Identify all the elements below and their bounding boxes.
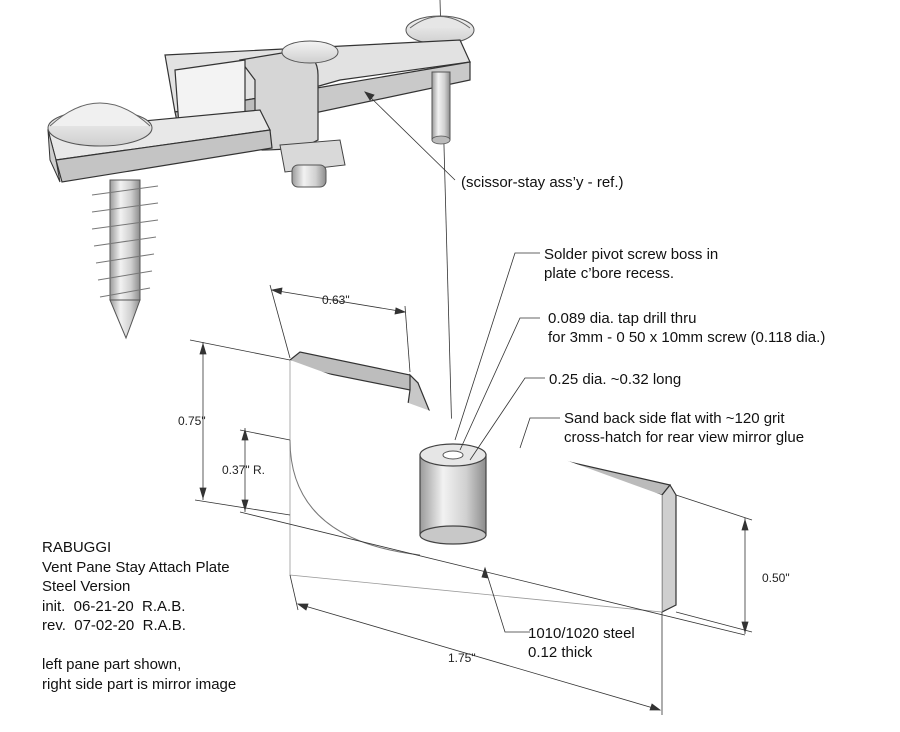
title-part-name: Vent Pane Stay Attach Plate bbox=[42, 558, 230, 576]
callout-tap-line2: for 3mm - 0 50 x 10mm screw (0.118 dia.) bbox=[548, 329, 825, 346]
callout-material-line1: 1010/1020 steel bbox=[528, 625, 635, 642]
dim-height-right: 0.50" bbox=[762, 571, 790, 585]
callout-sand-line1: Sand back side flat with ~120 grit bbox=[564, 410, 785, 427]
dim-length-bottom: 1.75" bbox=[448, 651, 476, 665]
callout-tap-line1: 0.089 dia. tap drill thru bbox=[548, 310, 696, 327]
title-block: RABUGGI Vent Pane Stay Attach Plate Stee… bbox=[42, 538, 236, 694]
dim-radius: 0.37" R. bbox=[222, 463, 265, 477]
title-rev: rev. 07-02-20 R.A.B. bbox=[42, 617, 186, 634]
dimension-lines bbox=[189, 284, 753, 715]
callout-solder-line1: Solder pivot screw boss in bbox=[544, 246, 718, 263]
title-version: Steel Version bbox=[42, 578, 131, 595]
callout-scissor-stay: (scissor-stay ass’y - ref.) bbox=[461, 174, 624, 191]
callout-material-line2: 0.12 thick bbox=[528, 644, 593, 661]
dim-height-left: 0.75" bbox=[178, 414, 206, 428]
title-note-line1: left pane part shown, bbox=[42, 656, 182, 673]
title-company: RABUGGI bbox=[42, 539, 112, 556]
attach-plate bbox=[289, 351, 677, 613]
title-note-line2: right side part is mirror image bbox=[42, 675, 237, 693]
scissor-stay-assembly bbox=[47, 0, 475, 586]
dim-width-top: 0.63" bbox=[322, 293, 350, 307]
callout-solder-line2: plate c’bore recess. bbox=[544, 265, 674, 282]
callout-boss: 0.25 dia. ~0.32 long bbox=[549, 371, 681, 388]
leader-lines bbox=[364, 91, 560, 633]
callout-sand-line2: cross-hatch for rear view mirror glue bbox=[564, 429, 804, 446]
title-init: init. 06-21-20 R.A.B. bbox=[42, 597, 186, 615]
